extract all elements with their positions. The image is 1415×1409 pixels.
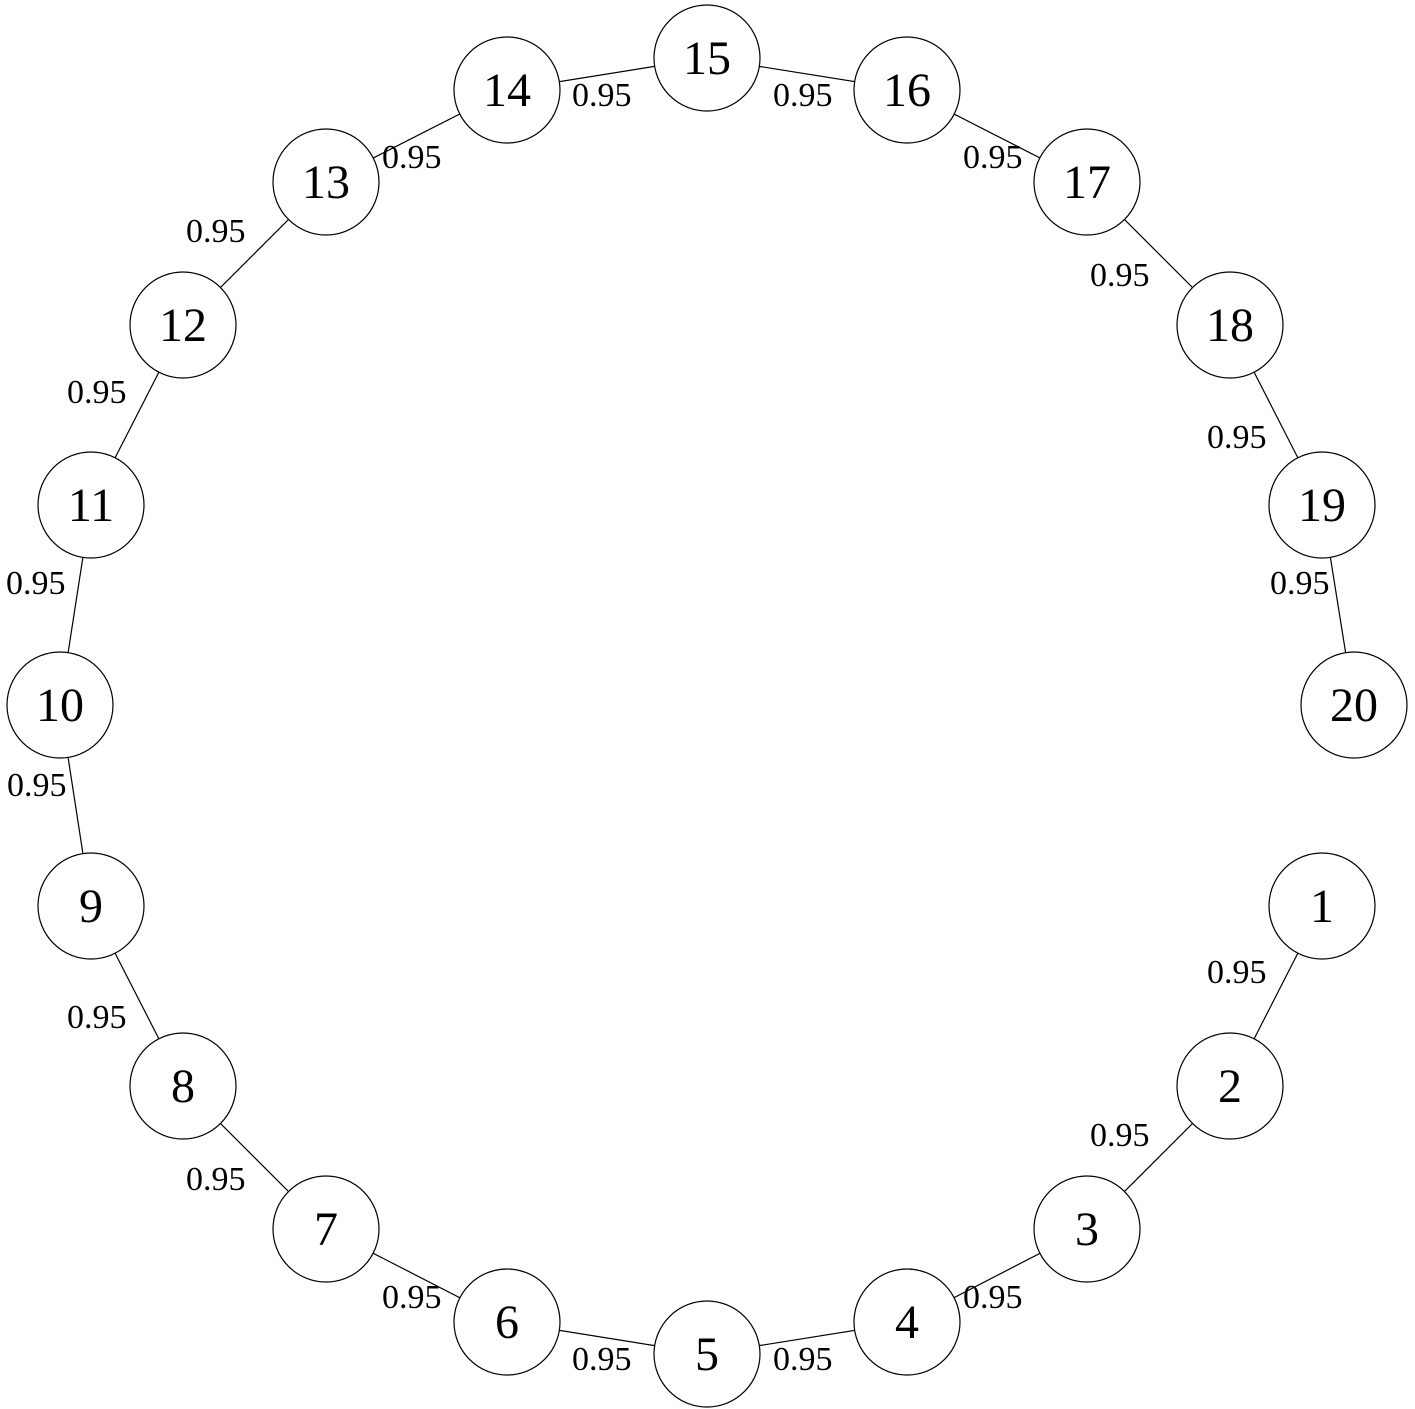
node-16: 16 — [853, 36, 961, 144]
node-12: 12 — [129, 271, 237, 379]
node-label-8: 8 — [171, 1060, 195, 1113]
node-circle-13 — [272, 128, 380, 236]
node-label-5: 5 — [695, 1328, 719, 1381]
edge-label-10-11: 0.95 — [6, 565, 66, 602]
node-circle-9 — [37, 852, 145, 960]
graph-edges: 0.95 0.95 0.95 0.95 0.95 0.95 0.95 0.95 0.95 0.95… — [6, 57, 1355, 1378]
node-label-11: 11 — [68, 479, 114, 532]
node-circle-19 — [1268, 451, 1376, 559]
edge-label-12-13: 0.95 — [186, 213, 246, 250]
edge-label-11-12: 0.95 — [67, 374, 127, 411]
node-circle-5 — [653, 1300, 761, 1408]
node-9: 9 — [37, 852, 145, 960]
node-circle-16 — [853, 36, 961, 144]
edge-label-3-4: 0.95 — [963, 1279, 1023, 1316]
node-label-4: 4 — [895, 1296, 919, 1349]
edge-label-18-19: 0.95 — [1207, 419, 1267, 456]
node-13: 13 — [272, 128, 380, 236]
node-circle-15 — [653, 4, 761, 112]
node-6: 6 — [453, 1268, 561, 1376]
edge-label-7-8: 0.95 — [186, 1161, 246, 1198]
node-4: 4 — [853, 1268, 961, 1376]
edge-label-19-20: 0.95 — [1270, 565, 1330, 602]
node-17: 17 — [1033, 128, 1141, 236]
node-7: 7 — [272, 1175, 380, 1283]
node-circle-14 — [453, 36, 561, 144]
edge-label-8-9: 0.95 — [67, 999, 127, 1036]
edge-label-13-14: 0.95 — [382, 139, 442, 176]
node-11: 11 — [37, 451, 145, 559]
node-circle-18 — [1176, 271, 1284, 379]
node-8: 8 — [129, 1032, 237, 1140]
node-19: 19 — [1268, 451, 1376, 559]
node-circle-6 — [453, 1268, 561, 1376]
node-label-3: 3 — [1075, 1203, 1099, 1256]
node-10: 10 — [6, 651, 114, 759]
node-label-7: 7 — [314, 1203, 338, 1256]
edge-label-15-16: 0.95 — [773, 77, 833, 114]
node-label-2: 2 — [1218, 1060, 1242, 1113]
node-label-19: 19 — [1298, 479, 1346, 532]
node-circle-20 — [1300, 651, 1408, 759]
node-circle-4 — [853, 1268, 961, 1376]
node-circle-17 — [1033, 128, 1141, 236]
node-label-12: 12 — [159, 299, 207, 352]
node-label-15: 15 — [683, 32, 731, 85]
node-5: 5 — [653, 1300, 761, 1408]
node-circle-3 — [1033, 1175, 1141, 1283]
node-circle-2 — [1176, 1032, 1284, 1140]
node-label-6: 6 — [495, 1296, 519, 1349]
node-1: 1 — [1268, 852, 1376, 960]
node-15: 15 — [653, 4, 761, 112]
node-circle-12 — [129, 271, 237, 379]
node-label-17: 17 — [1063, 156, 1111, 209]
edge-label-5-6: 0.95 — [572, 1341, 632, 1378]
node-circle-8 — [129, 1032, 237, 1140]
node-2: 2 — [1176, 1032, 1284, 1140]
node-circle-7 — [272, 1175, 380, 1283]
edge-label-2-3: 0.95 — [1090, 1117, 1150, 1154]
node-20: 20 — [1300, 651, 1408, 759]
node-label-14: 14 — [483, 64, 531, 117]
node-label-10: 10 — [36, 679, 84, 732]
node-circle-10 — [6, 651, 114, 759]
node-label-16: 16 — [883, 64, 931, 117]
edge-label-17-18: 0.95 — [1090, 257, 1150, 294]
edge-label-4-5: 0.95 — [773, 1341, 833, 1378]
node-label-13: 13 — [302, 156, 350, 209]
edge-label-6-7: 0.95 — [382, 1279, 442, 1316]
node-18: 18 — [1176, 271, 1284, 379]
node-label-9: 9 — [79, 880, 103, 933]
node-14: 14 — [453, 36, 561, 144]
edge-label-16-17: 0.95 — [963, 139, 1023, 176]
edge-label-9-10: 0.95 — [7, 767, 67, 804]
node-label-20: 20 — [1330, 679, 1378, 732]
node-3: 3 — [1033, 1175, 1141, 1283]
edge-label-1-2: 0.95 — [1207, 954, 1267, 991]
node-label-18: 18 — [1206, 299, 1254, 352]
node-label-1: 1 — [1310, 880, 1334, 933]
node-circle-11 — [37, 451, 145, 559]
edge-label-14-15: 0.95 — [572, 77, 632, 114]
node-circle-1 — [1268, 852, 1376, 960]
